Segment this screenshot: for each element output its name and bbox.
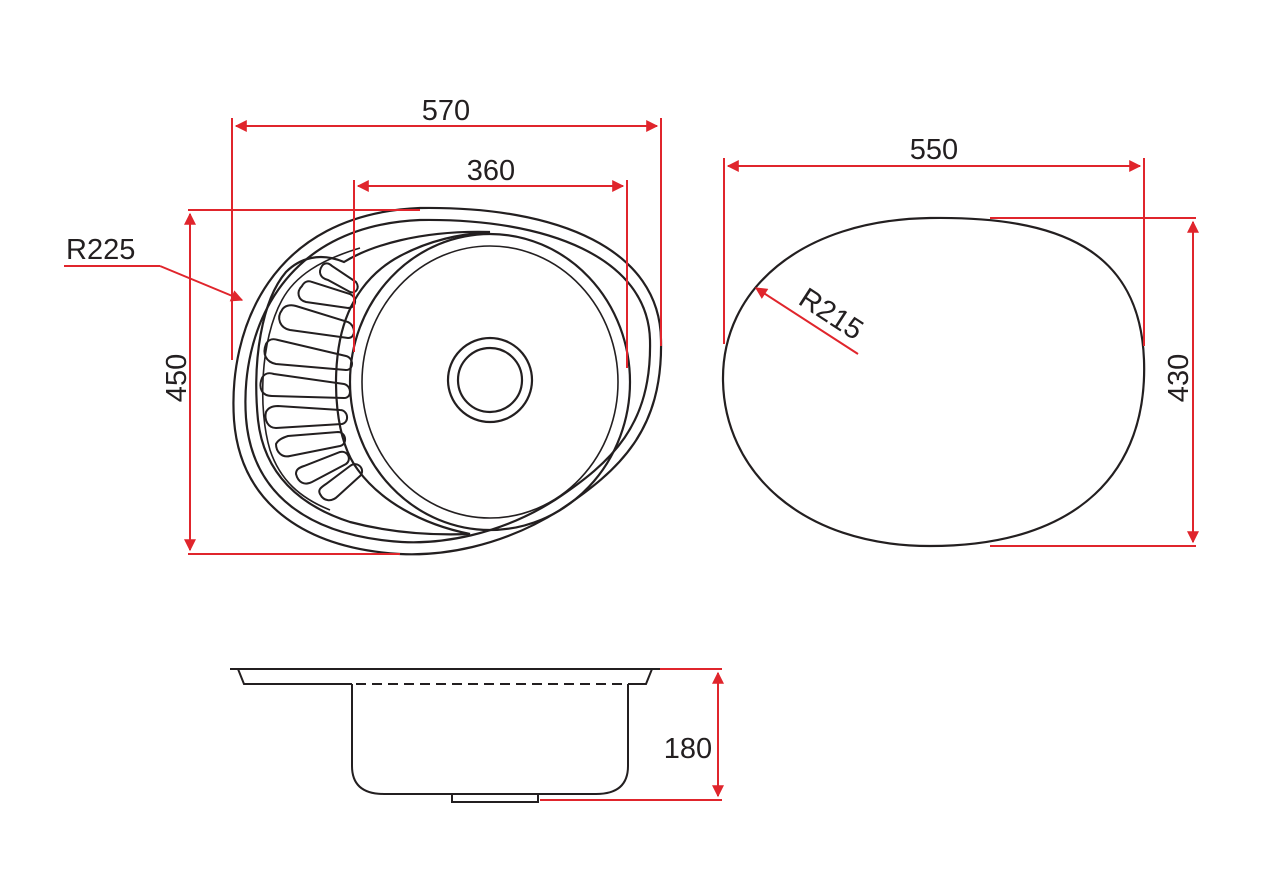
label-r225: R225 xyxy=(66,234,135,266)
label-570: 570 xyxy=(422,95,470,127)
label-430: 430 xyxy=(1163,354,1195,402)
drain-outer-ring xyxy=(446,336,534,424)
bowl-inner-edge xyxy=(361,245,619,519)
cutout-view xyxy=(721,216,1146,548)
drainer-rib xyxy=(274,430,346,458)
bowl-profile xyxy=(351,684,629,795)
leader-r225-arrow xyxy=(159,265,244,302)
sink-top-view xyxy=(232,206,663,556)
drainer-board-outline xyxy=(255,230,491,536)
sink-outer-rim xyxy=(232,206,663,556)
cutout-outline xyxy=(721,216,1146,548)
rim-profile-left xyxy=(237,668,352,685)
drainer-rib xyxy=(319,262,359,294)
sink-side-view xyxy=(230,668,660,803)
label-180: 180 xyxy=(664,733,712,765)
drain-profile xyxy=(451,793,539,803)
sink-inner-rim xyxy=(244,218,652,544)
label-550: 550 xyxy=(910,134,958,166)
drainer-rib xyxy=(297,280,356,310)
drainer-rib xyxy=(278,304,355,340)
leader-r215 xyxy=(754,287,859,355)
rim-profile-right xyxy=(628,668,653,685)
bowl-outer-edge xyxy=(348,232,632,532)
drainer-rib xyxy=(318,463,364,502)
drainer-rib xyxy=(294,450,350,485)
label-450: 450 xyxy=(161,354,193,402)
label-360: 360 xyxy=(467,155,515,187)
dimension-lines xyxy=(64,118,1199,801)
drain-inner-ring xyxy=(456,346,524,414)
drainer-rib xyxy=(264,404,348,430)
